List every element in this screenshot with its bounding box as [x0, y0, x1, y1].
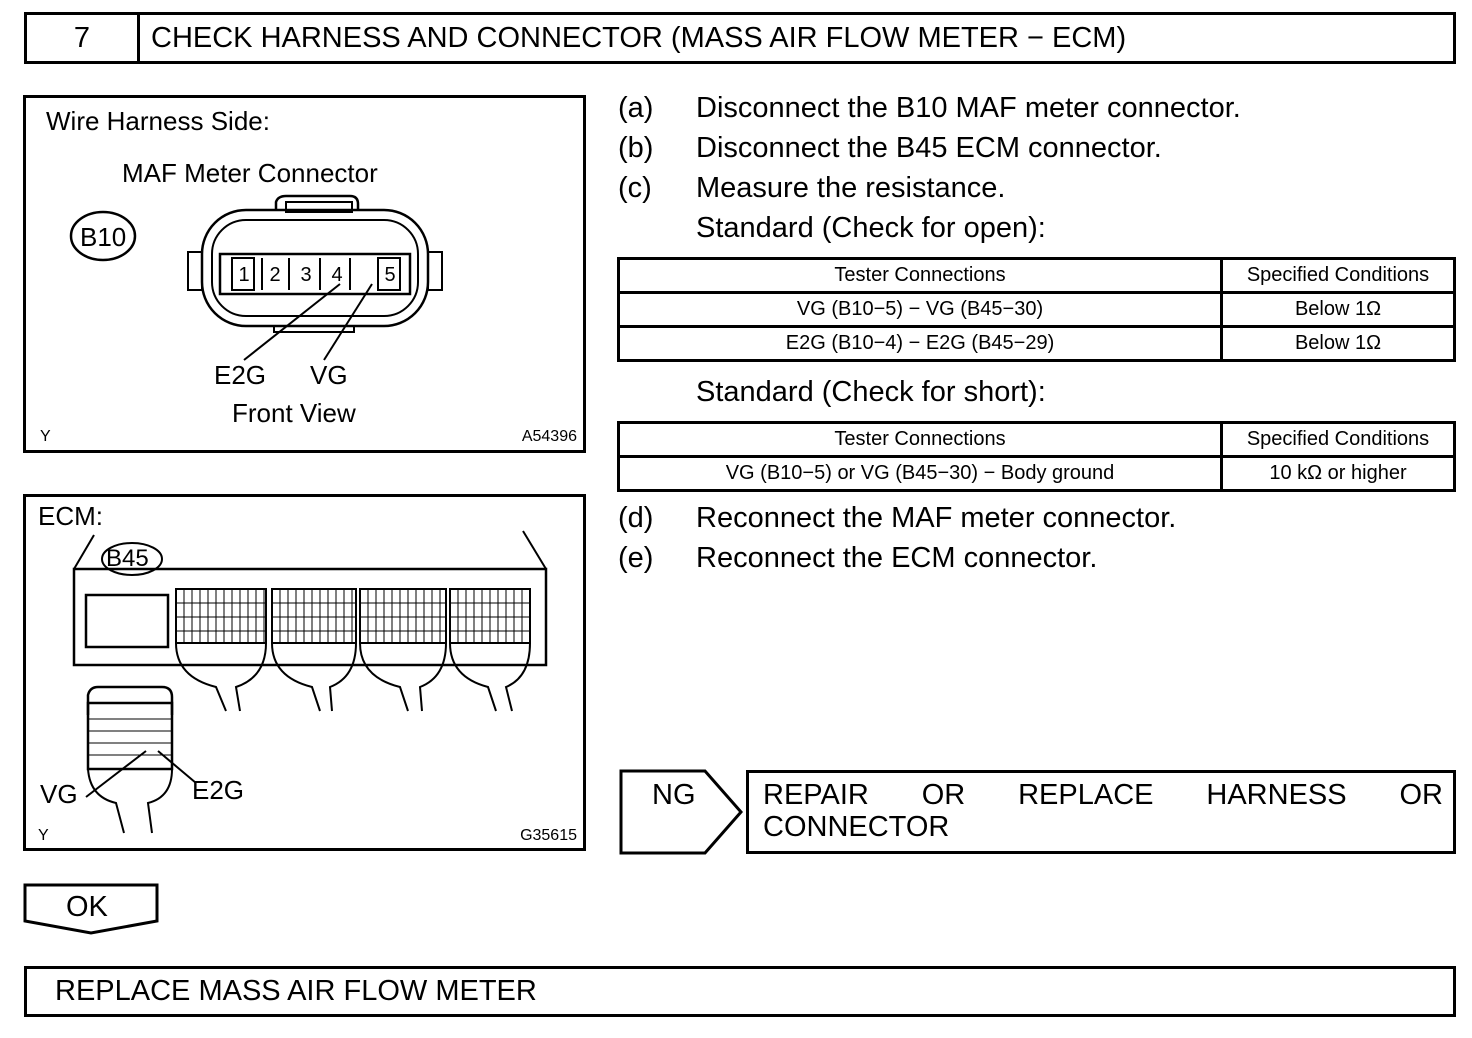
ok-arrow — [23, 883, 159, 935]
pin-2: 2 — [269, 264, 281, 286]
ng-action-line1: REPAIR OR REPLACE HARNESS OR — [763, 779, 1443, 811]
ng-action-line2: CONNECTOR — [763, 811, 950, 843]
table-header-row: Tester Connections Specified Conditions — [617, 257, 1456, 294]
pin-5: 5 — [384, 264, 396, 286]
label-vg: VG — [310, 360, 348, 390]
figure-ecm-connector: ECM: — [23, 494, 586, 851]
ng-label: NG — [652, 779, 696, 811]
table-check-short: Tester Connections Specified Conditions … — [617, 421, 1456, 492]
header-tester-connections: Tester Connections — [617, 257, 1223, 294]
step-text: Disconnect the B10 MAF meter connector. — [696, 92, 1241, 124]
corner-mark: Y — [40, 428, 51, 445]
ok-label: OK — [66, 891, 108, 923]
ng-arrow — [619, 769, 743, 855]
pin-3: 3 — [300, 264, 312, 286]
connector-code-ellipse — [101, 542, 163, 576]
figure-maf-connector: Wire Harness Side: MAF Meter Connector B… — [23, 95, 586, 453]
cell-connection: VG (B10−5) or VG (B45−30) − Body ground — [617, 455, 1223, 492]
header-specified-conditions: Specified Conditions — [1220, 421, 1456, 458]
pin-4: 4 — [331, 264, 343, 286]
label-vg: VG — [40, 779, 78, 809]
connector-name: MAF Meter Connector — [122, 158, 378, 188]
standard-short-heading: Standard (Check for short): — [696, 376, 1046, 408]
corner-mark: Y — [38, 827, 49, 844]
view-caption: Front View — [232, 398, 356, 428]
cell-condition: Below 1Ω — [1220, 291, 1456, 328]
label-e2g: E2G — [214, 360, 267, 390]
step-number: 7 — [27, 15, 140, 61]
table-header-row: Tester Connections Specified Conditions — [617, 421, 1456, 458]
cell-condition: 10 kΩ or higher — [1220, 455, 1456, 492]
connector-code: B45 — [106, 545, 149, 572]
connector-code: B10 — [80, 222, 127, 252]
step-label: (c) — [618, 172, 652, 204]
table-row: E2G (B10−4) − E2G (B45−29) Below 1Ω — [617, 325, 1456, 362]
header-tester-connections: Tester Connections — [617, 421, 1223, 458]
step-text: Disconnect the B45 ECM connector. — [696, 132, 1162, 164]
step-label: (b) — [618, 132, 654, 164]
figure-heading: ECM: — [38, 501, 103, 531]
final-action-box: REPLACE MASS AIR FLOW METER — [24, 966, 1456, 1017]
cell-connection: VG (B10−5) − VG (B45−30) — [617, 291, 1223, 328]
cell-condition: Below 1Ω — [1220, 325, 1456, 362]
step-title: CHECK HARNESS AND CONNECTOR (MASS AIR FL… — [151, 22, 1127, 54]
ng-action-box: REPAIR OR REPLACE HARNESS OR CONNECTOR — [746, 770, 1456, 854]
ecm-diagram — [72, 530, 548, 834]
cell-connection: E2G (B10−4) − E2G (B45−29) — [617, 325, 1223, 362]
label-e2g: E2G — [192, 775, 245, 805]
step-header: 7 CHECK HARNESS AND CONNECTOR (MASS AIR … — [24, 12, 1456, 64]
standard-open-heading: Standard (Check for open): — [696, 212, 1046, 244]
table-row: VG (B10−5) or VG (B45−30) − Body ground … — [617, 455, 1456, 492]
final-action-text: REPLACE MASS AIR FLOW METER — [55, 975, 537, 1007]
step-label: (d) — [618, 502, 654, 534]
table-check-open: Tester Connections Specified Conditions … — [617, 257, 1456, 362]
step-label: (e) — [618, 542, 654, 574]
figure-id: G35615 — [520, 827, 577, 844]
figure-id: A54396 — [521, 428, 577, 445]
step-label: (a) — [618, 92, 654, 124]
step-text: Reconnect the ECM connector. — [696, 542, 1098, 574]
step-text: Measure the resistance. — [696, 172, 1006, 204]
pin-1: 1 — [238, 264, 250, 286]
table-row: VG (B10−5) − VG (B45−30) Below 1Ω — [617, 291, 1456, 328]
connector-code-ellipse — [69, 210, 137, 262]
connector-diagram — [69, 194, 443, 361]
figure-heading: Wire Harness Side: — [46, 106, 270, 136]
header-specified-conditions: Specified Conditions — [1220, 257, 1456, 294]
step-text: Reconnect the MAF meter connector. — [696, 502, 1177, 534]
